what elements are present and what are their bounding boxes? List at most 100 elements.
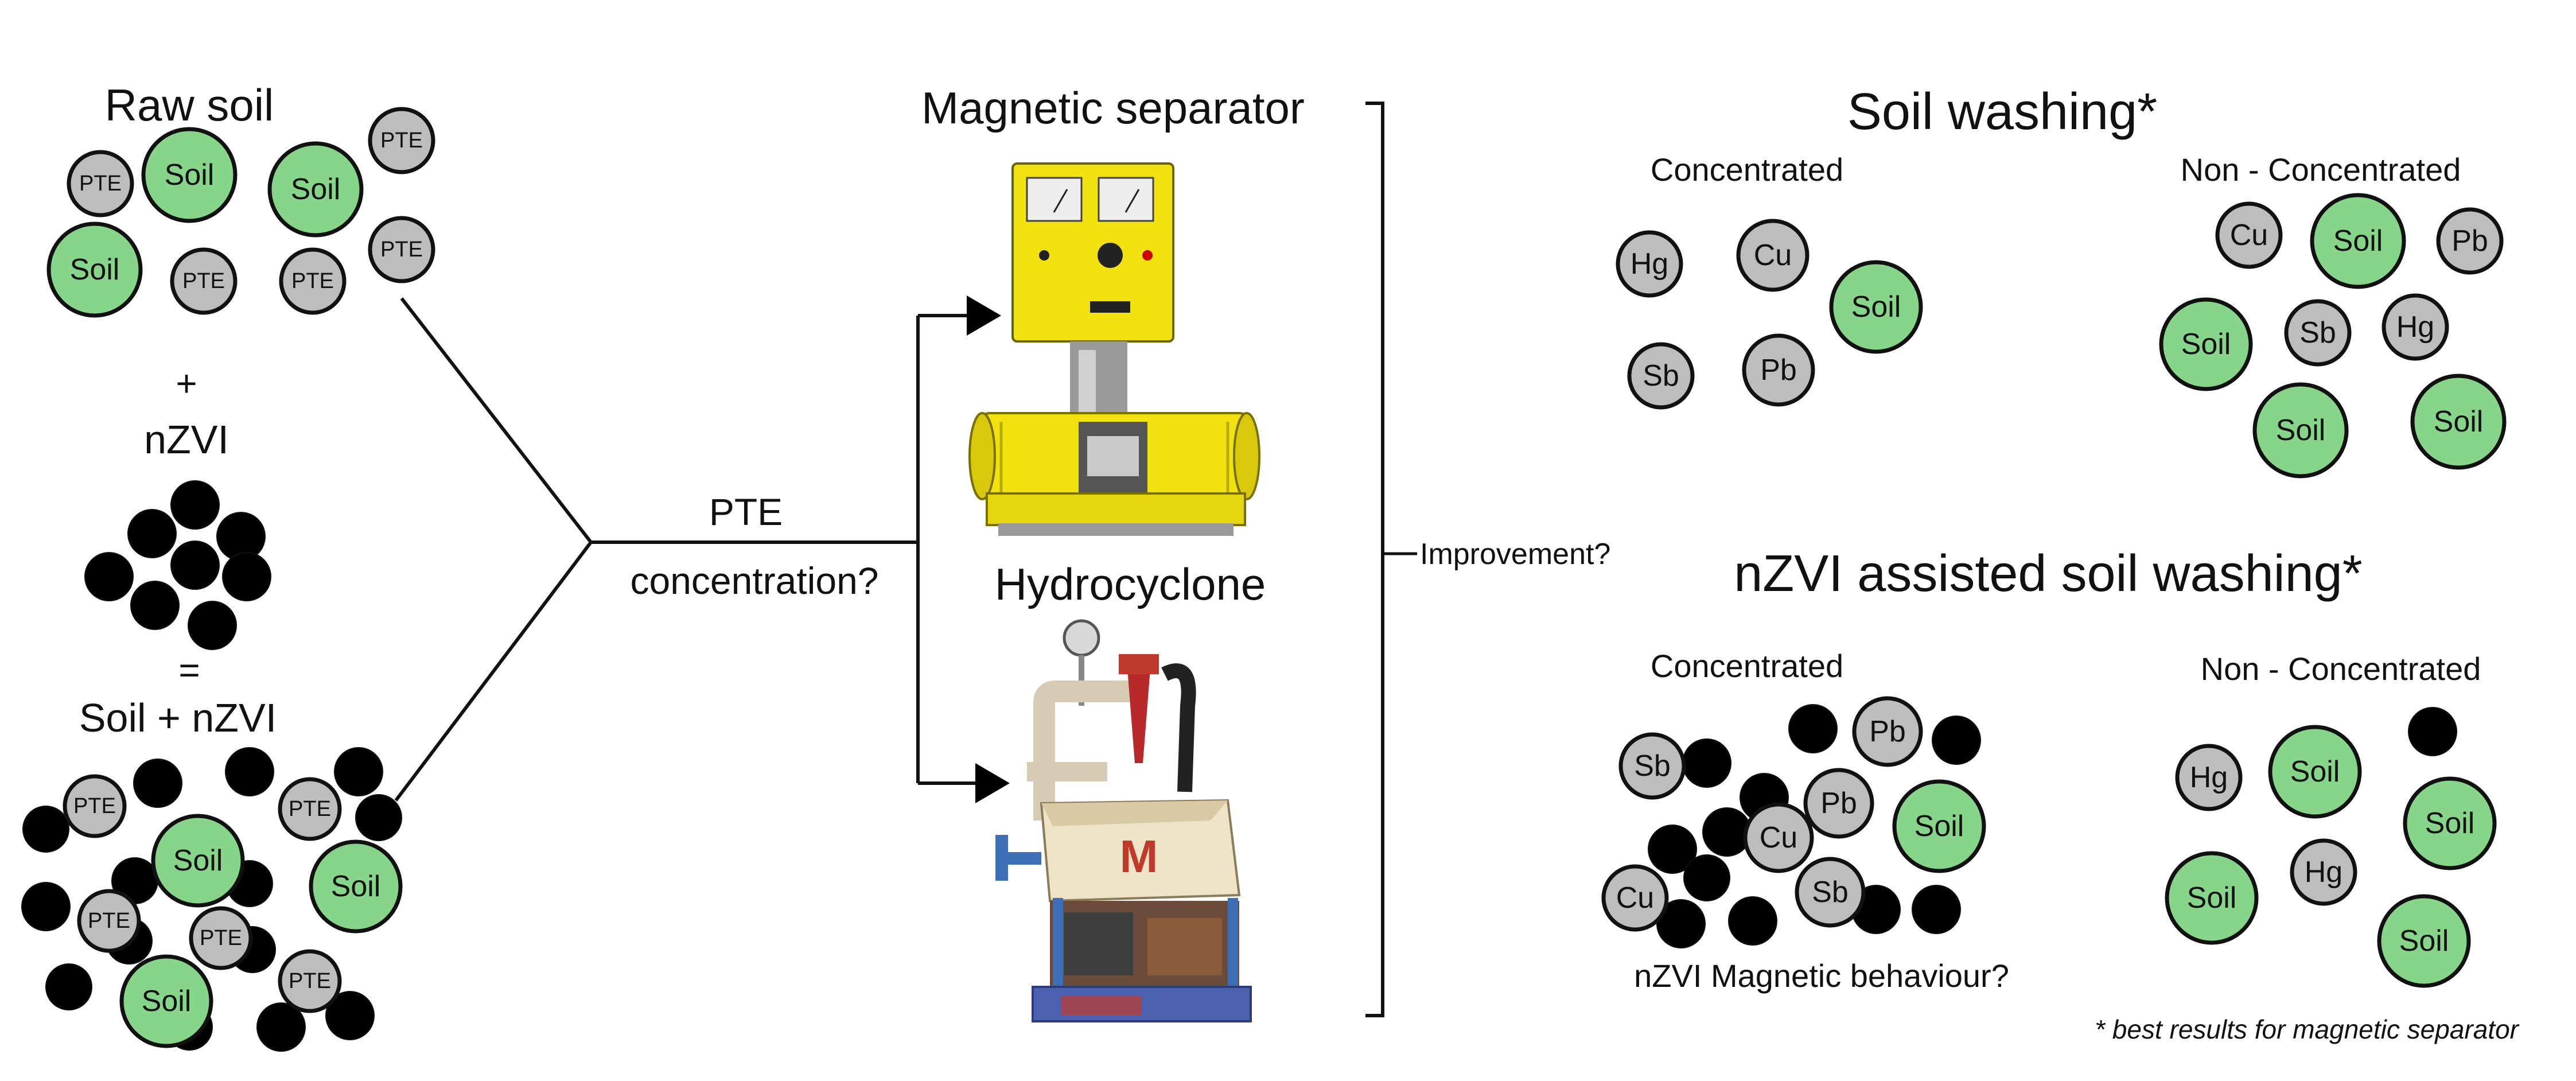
nzvi-particle — [225, 747, 274, 796]
nzvi-particle — [1682, 738, 1731, 788]
particle-label-pte: PTE — [380, 238, 423, 262]
nzvi-particle — [222, 552, 271, 601]
nzvi-particle — [1656, 899, 1706, 948]
nzvi-particle — [22, 806, 69, 853]
element-particle-sb — [1795, 857, 1866, 928]
element-particle-pb — [1803, 768, 1874, 839]
particle-label-pte: PTE — [79, 172, 122, 196]
particle-label-pte: PTE — [182, 269, 225, 293]
soil-particle — [1892, 779, 1986, 873]
element-particle-pte — [278, 777, 342, 841]
particle-label-pte: PTE — [73, 794, 116, 818]
particle-label-pte: PTE — [88, 909, 130, 933]
hydrocyclone-photo: M — [995, 619, 1252, 1022]
particle-label-soil: Soil — [2290, 755, 2340, 788]
soil-particle — [2252, 382, 2349, 479]
particle-label-soil: Soil — [2276, 414, 2326, 447]
soil-particle — [141, 127, 238, 223]
magnetic-behaviour-label: nZVI Magnetic behaviour? — [1634, 958, 2009, 994]
pte-label-line1: PTE — [709, 491, 783, 533]
element-particle-pte — [189, 906, 253, 970]
mix-title: Soil + nZVI — [79, 695, 277, 740]
element-particle-pte — [170, 247, 238, 315]
particle-label-soil: Soil — [2333, 224, 2383, 258]
hydrocyclone-logo-mark: M — [1120, 831, 1158, 882]
nzvi-particle — [133, 759, 182, 808]
element-particle-cu — [1601, 864, 1669, 932]
element-particle-sb — [1618, 732, 1686, 800]
nzvi-particle — [1912, 885, 1961, 934]
particle-label-hg: Hg — [2396, 310, 2434, 344]
element-particle-hg — [1616, 230, 1683, 298]
particle-label-pb: Pb — [1760, 353, 1797, 387]
element-particle-sb — [2284, 299, 2352, 367]
particle-label-soil: Soil — [1915, 810, 1964, 843]
element-particle-pb — [1852, 696, 1923, 767]
particle-label-pte: PTE — [289, 797, 331, 821]
arrowhead-to-magnetic-separator — [967, 295, 1001, 336]
element-particle-hg — [2290, 838, 2357, 906]
soil-particle — [2377, 894, 2471, 988]
particle-label-hg: Hg — [2190, 761, 2228, 794]
element-particle-pte — [67, 150, 134, 217]
plus-sign: + — [176, 363, 197, 404]
soil-particle — [2268, 725, 2362, 819]
nzvi-particle — [1788, 704, 1838, 753]
particle-label-soil: Soil — [2425, 807, 2475, 840]
element-particle-pb — [2436, 207, 2504, 275]
particle-label-hg: Hg — [1631, 247, 1668, 281]
nzvi-particle — [1728, 896, 1777, 946]
soil-washing-non-concentrated-label: Non - Concentrated — [2181, 151, 2461, 188]
soil-particle — [267, 141, 364, 238]
particle-label-cu: Cu — [1754, 239, 1792, 272]
soil-particle — [2410, 374, 2507, 470]
mixture-connector-line — [394, 541, 593, 802]
footnote: * best results for magnetic separator — [2095, 1014, 2520, 1044]
soil-particle — [119, 954, 213, 1048]
pte-label-line2: concentration? — [631, 559, 879, 602]
arrowhead-to-hydrocyclone — [975, 763, 1010, 803]
element-particle-pte — [278, 949, 342, 1013]
magnetic-separator-title: Magnetic separator — [921, 83, 1305, 133]
nzvi-soil-washing-title: nZVI assisted soil washing* — [1734, 545, 2363, 602]
nzvi-particle — [355, 794, 402, 841]
nzvi-particles — [84, 480, 271, 650]
particle-label-soil: Soil — [1851, 290, 1901, 324]
nzvi-particle — [21, 882, 71, 931]
particle-label-soil: Soil — [331, 870, 381, 903]
particle-label-cu: Cu — [1760, 821, 1797, 854]
particle-label-cu: Cu — [1616, 881, 1654, 915]
nzvi-particle — [45, 963, 92, 1010]
nzvi-particle — [1648, 825, 1697, 874]
soil-particle — [151, 814, 245, 908]
soil-particle — [2310, 193, 2406, 289]
soil-washing-title: Soil washing* — [1847, 83, 2157, 141]
element-particle-cu — [2215, 201, 2283, 269]
nzvi-washing-non-concentrated-label: Non - Concentrated — [2201, 651, 2481, 687]
nzvi-particle — [2408, 707, 2457, 756]
particle-label-sb: Sb — [2299, 316, 2336, 349]
particle-label-soil: Soil — [2181, 328, 2231, 361]
particle-label-sb: Sb — [1812, 876, 1849, 909]
comparison-bracket — [1365, 102, 1384, 1017]
particle-label-pte: PTE — [289, 969, 331, 993]
magnetic-separator-photo — [968, 162, 1260, 536]
raw-soil-connector-line — [400, 297, 593, 543]
particle-label-soil: Soil — [2399, 924, 2449, 958]
element-particle-pte — [368, 216, 435, 283]
nzvi-particle — [84, 552, 134, 601]
particle-label-soil: Soil — [291, 173, 341, 206]
nzvi-particle — [170, 540, 220, 590]
element-particle-cu — [1743, 802, 1814, 873]
particle-label-pte: PTE — [380, 129, 423, 153]
element-particle-pte — [77, 889, 141, 953]
particle-label-hg: Hg — [2305, 856, 2342, 889]
particle-label-sb: Sb — [1634, 749, 1671, 783]
hydrocyclone-title: Hydrocyclone — [995, 559, 1266, 609]
